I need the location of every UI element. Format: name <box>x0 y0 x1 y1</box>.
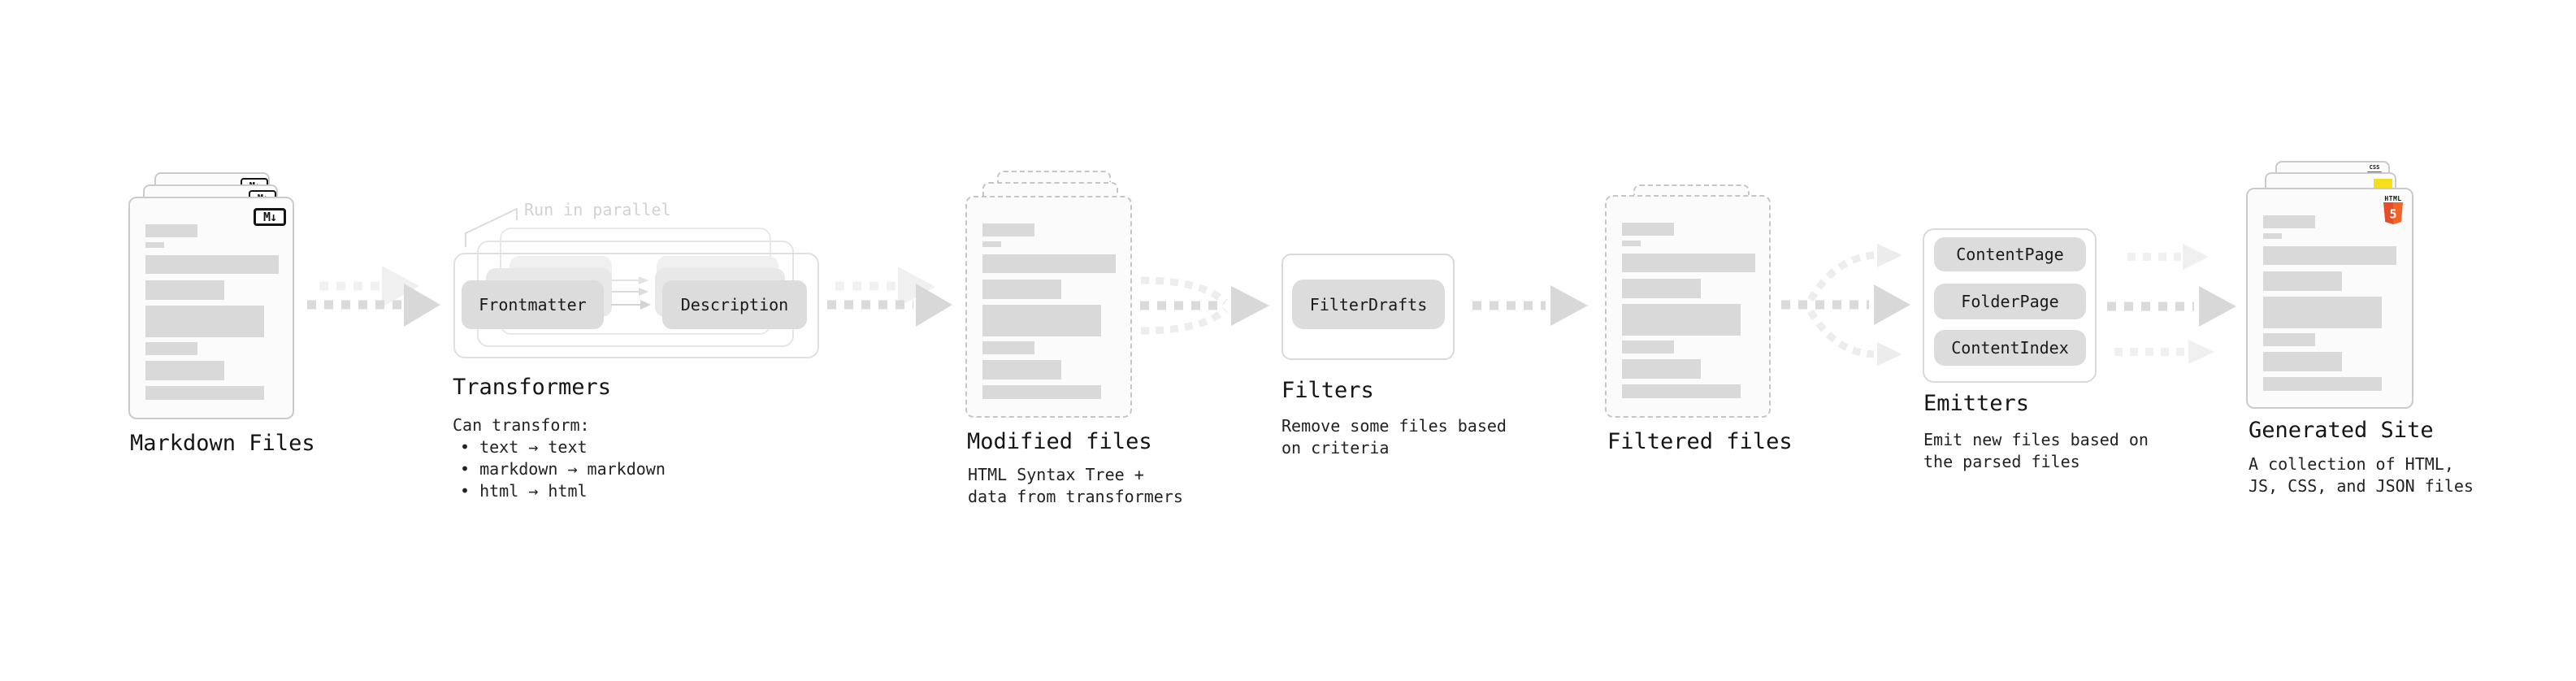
text-placeholder-bar <box>982 341 1034 354</box>
caption-line: A collection of HTML, <box>2249 454 2454 474</box>
frontmatter-pill: Frontmatter <box>462 280 604 329</box>
stage-title-generated-site: Generated Site <box>2249 418 2434 443</box>
text-placeholder-bar <box>982 305 1101 336</box>
arrow-emitters-to-generated <box>2107 244 2236 364</box>
text-placeholder-bar <box>1622 340 1674 354</box>
transformer-frame-front <box>453 253 819 358</box>
emitters-caption: Emit new files based on the parsed files <box>1923 429 2149 473</box>
filters-caption: Remove some files based on criteria <box>1281 415 1507 459</box>
arrow-filtered-to-emitters-fanout <box>1781 244 1910 366</box>
description-pill: Description <box>662 280 807 329</box>
stage-title-filters: Filters <box>1281 378 1374 403</box>
text-placeholder-bar <box>982 360 1061 380</box>
modified-caption: HTML Syntax Tree + data from transformer… <box>968 464 1183 508</box>
text-placeholder-bar <box>145 386 264 400</box>
text-placeholder-bar <box>982 254 1116 273</box>
text-placeholder-bar <box>2263 377 2382 391</box>
text-placeholder-bar <box>982 385 1101 399</box>
text-placeholder-bar <box>982 223 1034 236</box>
caption-line: • text → text <box>460 437 588 457</box>
stage-title-markdown-files: Markdown Files <box>130 431 315 456</box>
caption-line: JS, CSS, and JSON files <box>2249 476 2474 496</box>
text-placeholder-bar <box>145 280 224 300</box>
caption-line: on criteria <box>1281 438 1390 458</box>
stage-title-filtered-files: Filtered files <box>1607 429 1793 454</box>
markdown-file-front: M↓ <box>128 197 294 419</box>
html5-icon-label: HTML <box>2384 195 2402 202</box>
caption-line: Remove some files based <box>1281 416 1507 436</box>
generated-caption: A collection of HTML, JS, CSS, and JSON … <box>2249 453 2474 497</box>
caption-line: • html → html <box>460 481 588 501</box>
folderpage-pill: FolderPage <box>1934 284 2086 319</box>
text-placeholder-bar <box>145 242 164 248</box>
arrow-transformers-to-modified <box>827 267 952 327</box>
text-placeholder-bar <box>2263 333 2315 346</box>
caption-line: Emit new files based on <box>1923 430 2149 449</box>
annotation-leader-line <box>465 207 518 247</box>
contentpage-pill: ContentPage <box>1934 237 2086 271</box>
caption-line: • markdown → markdown <box>460 459 666 479</box>
text-placeholder-bar <box>2263 297 2382 328</box>
filterdrafts-pill: FilterDrafts <box>1292 280 1445 329</box>
svg-text:5: 5 <box>2389 207 2396 222</box>
text-placeholder-bar <box>2263 215 2315 228</box>
arrow-filters-to-filtered <box>1472 285 1588 326</box>
text-placeholder-bar <box>145 342 197 355</box>
modified-file-front <box>965 196 1132 418</box>
text-placeholder-bar <box>2263 233 2282 239</box>
text-placeholder-bar <box>145 255 279 274</box>
text-placeholder-bar <box>2263 271 2342 291</box>
text-placeholder-bar <box>1622 359 1701 379</box>
text-placeholder-bar <box>2263 246 2396 265</box>
text-placeholder-bar <box>145 224 197 237</box>
run-in-parallel-annotation: Run in parallel <box>524 200 671 219</box>
text-placeholder-bar <box>2263 352 2342 371</box>
html5-icon: HTML 5 <box>2382 195 2405 224</box>
generated-file-html: HTML 5 <box>2246 188 2413 409</box>
transformer-mini-arrows <box>611 276 651 310</box>
text-placeholder-bar <box>145 361 224 380</box>
text-placeholder-bar <box>1622 254 1755 272</box>
caption-line: Can transform: <box>453 415 590 435</box>
contentindex-pill: ContentIndex <box>1934 330 2086 366</box>
caption-line: HTML Syntax Tree + <box>968 465 1144 484</box>
caption-line: data from transformers <box>968 487 1183 506</box>
caption-line: the parsed files <box>1923 452 2080 471</box>
text-placeholder-bar <box>1622 279 1701 298</box>
text-placeholder-bar <box>1622 241 1641 246</box>
stage-title-emitters: Emitters <box>1923 391 2030 416</box>
arrow-markdown-to-transformers <box>307 266 440 327</box>
markdown-icon: M↓ <box>254 208 286 226</box>
text-placeholder-bar <box>145 306 264 337</box>
text-placeholder-bar <box>1622 304 1741 336</box>
arrow-modified-to-filters-merge <box>1140 276 1269 335</box>
text-placeholder-bar <box>982 241 1001 247</box>
js-icon <box>2374 179 2392 189</box>
html5-shield-icon: 5 <box>2383 202 2403 224</box>
stage-title-transformers: Transformers <box>453 375 612 400</box>
css-icon-label: CSS <box>2369 164 2380 171</box>
stage-title-modified-files: Modified files <box>967 429 1152 454</box>
text-placeholder-bar <box>982 280 1061 299</box>
text-placeholder-bar <box>1622 223 1674 236</box>
filtered-file-front <box>1605 195 1771 418</box>
text-placeholder-bar <box>1622 384 1741 398</box>
transformers-caption: Can transform: • text → text • markdown … <box>453 414 666 502</box>
